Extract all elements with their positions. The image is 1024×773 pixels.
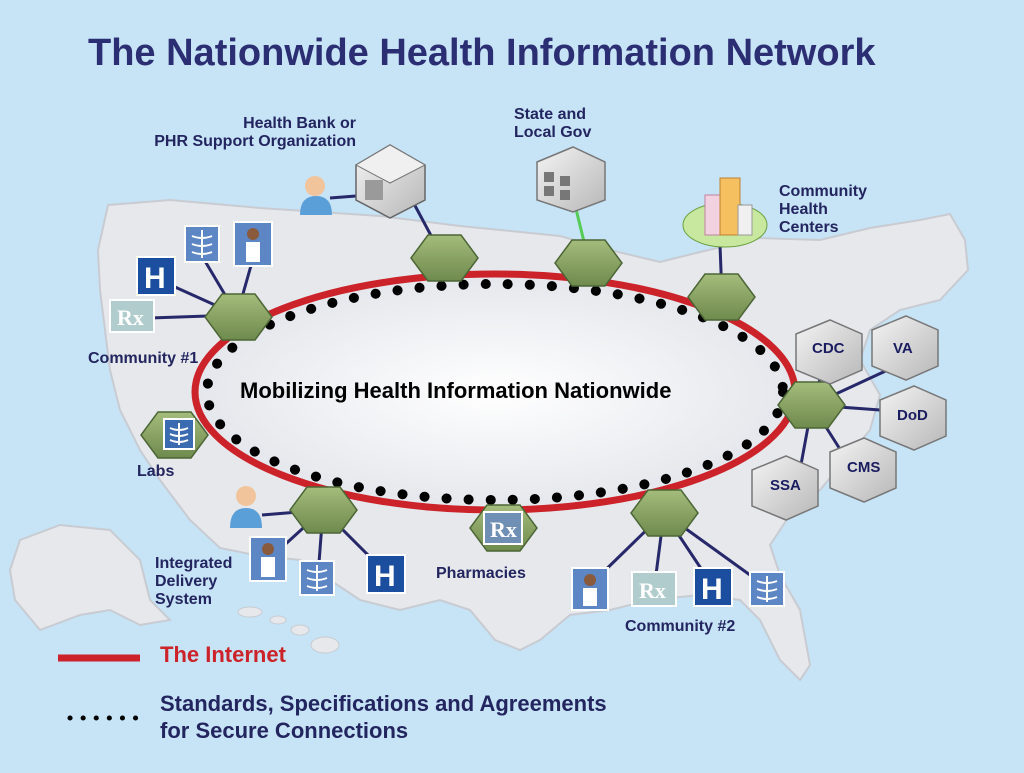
pharmacies-label: Pharmacies: [436, 565, 526, 582]
integrated-line-2: Delivery: [155, 573, 218, 590]
health-bank-label: Health Bank or PHR Support Organization: [124, 115, 356, 151]
legend-standards-line-2: for Secure Connections: [160, 718, 409, 743]
doctor-icon: [233, 221, 273, 267]
ssa-label: SSA: [770, 477, 801, 494]
integrated-line-3: System: [155, 591, 212, 608]
community-health-label: Community Health Centers: [779, 183, 867, 237]
pharmacy-icon: Rx: [109, 299, 155, 333]
svg-text:H: H: [374, 560, 396, 593]
standards-dotted-ring: [202, 279, 788, 505]
community-health-line-1: Community: [779, 183, 867, 200]
svg-text:Rx: Rx: [117, 305, 144, 330]
state-building-icon: [536, 146, 606, 213]
hawaii-islands: [237, 606, 340, 654]
ssa-building: [751, 455, 819, 521]
dod-building: [879, 385, 947, 451]
community-1-label: Community #1: [88, 350, 199, 367]
labs-label: Labs: [137, 463, 175, 480]
cms-label: CMS: [847, 459, 881, 476]
labs-xray-icon: [163, 418, 195, 450]
state-local-label: State and Local Gov: [514, 106, 591, 142]
svg-text:H: H: [144, 262, 166, 295]
community-health-line-3: Centers: [779, 219, 839, 236]
cms-building: [829, 437, 897, 503]
va-building: [871, 315, 939, 381]
health-bank-line-2: PHR Support Organization: [154, 133, 356, 150]
legend-internet-label: The Internet: [160, 642, 286, 667]
cdc-label: CDC: [812, 340, 845, 357]
xray-icon: [184, 225, 220, 263]
dod-label: DoD: [897, 407, 928, 424]
alaska-shape: [8, 523, 173, 632]
agency-buildings: [751, 315, 947, 521]
svg-text:Rx: Rx: [639, 578, 666, 603]
page-title: The Nationwide Health Information Networ…: [88, 32, 876, 74]
hub-integrated: [289, 486, 358, 534]
xray-icon-ids: [299, 560, 335, 596]
xray-icon-c2: [749, 571, 785, 607]
svg-text:Rx: Rx: [490, 517, 517, 542]
hub-health-bank: [410, 234, 479, 282]
hub-community-1: [204, 293, 273, 341]
community-health-line-2: Health: [779, 201, 828, 218]
state-local-line-2: Local Gov: [514, 124, 592, 141]
hospital-icon-ids: H: [366, 554, 406, 594]
center-label: Mobilizing Health Information Nationwide: [240, 378, 672, 403]
integrated-line-1: Integrated: [155, 555, 233, 572]
hub-community-2: [630, 489, 699, 537]
person-icon: [300, 176, 332, 215]
community-health-building-icon: [682, 177, 768, 248]
pharmacy-rx-icon: Rx: [483, 511, 523, 545]
legend-standards-line-1: Standards, Specifications and Agreements: [160, 691, 607, 716]
hospital-icon: H: [136, 256, 176, 296]
health-bank-line-1: Health Bank or: [243, 115, 356, 132]
state-local-line-1: State and: [514, 106, 587, 123]
svg-text:H: H: [701, 573, 723, 606]
hub-community-health: [687, 273, 756, 321]
doctor-icon-c2: [571, 567, 609, 611]
community-2-label: Community #2: [625, 618, 736, 635]
person-icon-ids: [230, 486, 262, 528]
va-label: VA: [893, 340, 913, 357]
server-building-icon: [354, 144, 427, 219]
legend-standards-label: Standards, Specifications and Agreements…: [160, 690, 607, 744]
pharmacy-icon-c2: Rx: [631, 571, 677, 607]
integrated-label: Integrated Delivery System: [155, 555, 232, 609]
doctor-icon-ids: [249, 536, 287, 582]
hub-state-local: [554, 239, 623, 287]
hospital-icon-c2: H: [693, 567, 733, 607]
cdc-building: [795, 319, 863, 385]
